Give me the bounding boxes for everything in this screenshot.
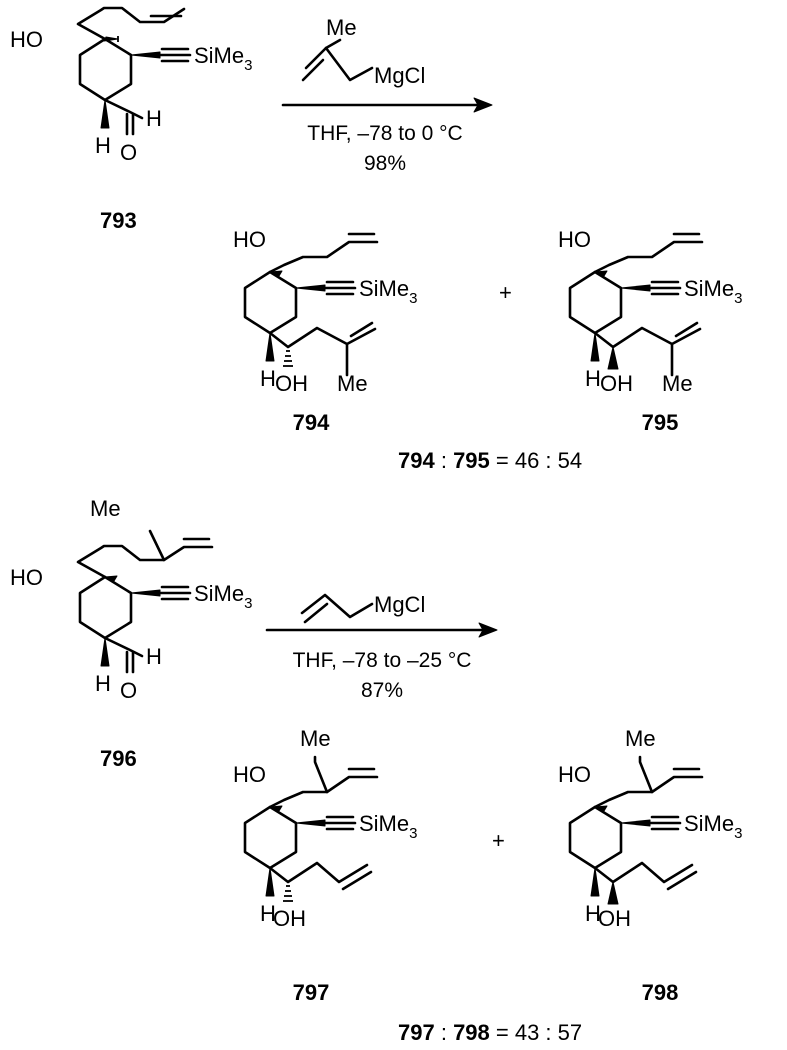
hashed-oh-bond: [283, 885, 293, 902]
reaction-arrow-1: [281, 97, 493, 113]
reaction-conditions-2: THF, –78 to –25 °C: [293, 649, 472, 672]
compound-number-793: 793: [100, 208, 137, 233]
tms-label: SiMe3: [684, 276, 742, 307]
methyl-me-label: Me: [90, 496, 121, 521]
reagent-mgcl-label: MgCl: [374, 592, 425, 617]
methyl-me-label: Me: [300, 726, 331, 751]
compound-797: Me HO SiMe3 H OH 797: [233, 726, 417, 1005]
compound-number-795: 795: [642, 410, 679, 435]
tms-label: SiMe3: [359, 811, 417, 842]
ring-h-label: H: [260, 901, 276, 926]
compound-798: Me HO SiMe3 H OH 798: [558, 726, 742, 1005]
methyl-me-label: Me: [337, 371, 368, 396]
hydroxyl-oh-label: OH: [598, 906, 631, 931]
compound-number-794: 794: [293, 410, 330, 435]
ring-h-label: H: [585, 901, 601, 926]
reaction-conditions-1: THF, –78 to 0 °C: [307, 122, 462, 145]
tms-label: SiMe3: [684, 811, 742, 842]
plus-sign-1: +: [499, 280, 512, 305]
diastereomer-ratio-2: 797 : 798 = 43 : 57: [398, 1020, 582, 1045]
oh-label: HO: [558, 762, 591, 787]
reaction-yield-1: 98%: [364, 152, 406, 175]
reagent-methallylmagnesium-chloride: Me MgCl: [301, 15, 425, 88]
plus-sign-2: +: [492, 828, 505, 853]
reagent-mgcl-label: MgCl: [374, 63, 425, 88]
compound-795: HO SiMe3 H OH Me 795: [558, 227, 742, 435]
reaction-arrow-2: [265, 622, 498, 638]
ring-h-label: H: [585, 366, 601, 391]
compound-794: HO SiMe3 H OH Me 794: [233, 227, 417, 435]
reagent-me-label: Me: [326, 15, 357, 40]
aldehyde-h-label: H: [146, 106, 162, 131]
methyl-me-label: Me: [662, 371, 693, 396]
ring-h-label: H: [95, 671, 111, 696]
methyl-me-label: Me: [625, 726, 656, 751]
oh-label: HO: [233, 227, 266, 252]
reaction-yield-2: 87%: [361, 679, 403, 702]
carbonyl-o-label: O: [120, 678, 137, 703]
hashed-oh-bond: [283, 350, 293, 367]
tms-label: SiMe3: [194, 43, 252, 74]
ring-h-label: H: [95, 133, 111, 158]
hydroxyl-oh-label: OH: [600, 371, 633, 396]
oh-label: HO: [10, 565, 43, 590]
oh-label: HO: [558, 227, 591, 252]
hydroxyl-oh-label: OH: [273, 906, 306, 931]
aldehyde-h-label: H: [146, 644, 162, 669]
compound-793: HO SiMe3 H H O 793: [10, 6, 252, 233]
reagent-allylmagnesium-chloride: MgCl: [300, 592, 425, 624]
diastereomer-ratio-1: 794 : 795 = 46 : 54: [398, 448, 582, 473]
tms-label: SiMe3: [359, 276, 417, 307]
oh-label: HO: [10, 27, 43, 52]
hydroxyl-oh-label: OH: [275, 371, 308, 396]
compound-number-798: 798: [642, 980, 679, 1005]
tms-label: SiMe3: [194, 581, 252, 612]
compound-number-796: 796: [100, 746, 137, 771]
oh-label: HO: [233, 762, 266, 787]
carbonyl-o-label: O: [120, 140, 137, 165]
compound-number-797: 797: [293, 980, 330, 1005]
ring-h-label: H: [260, 366, 276, 391]
compound-796: Me HO SiMe3 H H O 796: [10, 496, 252, 771]
